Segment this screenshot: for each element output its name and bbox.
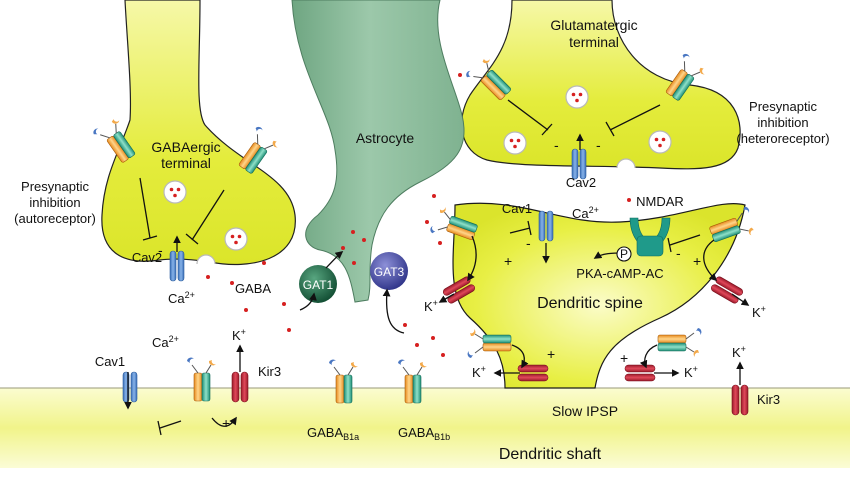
gat1-transporter [299, 265, 337, 303]
minus-sign: - [596, 137, 601, 153]
gat3-transporter [370, 252, 408, 290]
cav2-right-label: Cav2 [566, 175, 596, 190]
cav1-shaft-label: Cav1 [95, 354, 125, 369]
fusing-vesicle [616, 158, 636, 169]
plus-sign: + [504, 253, 512, 269]
gaba-b1a-label: GABAB1a [307, 425, 359, 442]
plus-sign: + [222, 415, 230, 431]
gaba-label: GABA [235, 281, 271, 296]
pre-auto-label-3: (autoreceptor) [14, 211, 96, 226]
gaba-molecules [206, 73, 631, 357]
gabaergic-terminal [101, 0, 296, 266]
vesicle [224, 227, 248, 251]
plus-sign: + [620, 350, 628, 366]
cav2-left-label: Cav2 [132, 250, 162, 265]
minus-sign: - [676, 245, 681, 261]
pre-hetero-label-3: (heteroreceptor) [736, 131, 829, 146]
dendritic-shaft-label: Dendritic shaft [499, 446, 602, 463]
vesicle [163, 180, 187, 204]
glut-terminal-label-1: Glutamatergic [550, 17, 637, 33]
inhibition-lines [139, 99, 701, 436]
kir3-channel [624, 364, 656, 382]
k-label-spine-right: K+ [752, 304, 766, 320]
ca-right-label: Ca2+ [572, 205, 599, 221]
pre-auto-label-2: inhibition [29, 195, 80, 210]
ca-shaft-label: Ca2+ [152, 334, 179, 350]
vesicle [648, 130, 672, 154]
glut-terminal-label-2: terminal [569, 34, 619, 50]
ca-left-label: Ca2+ [168, 290, 195, 306]
kir3-shaft-label: Kir3 [258, 364, 281, 379]
gaba-b-receptor [657, 327, 702, 358]
minus-sign: - [158, 242, 163, 258]
nmdar-label: NMDAR [636, 194, 684, 209]
pka-label: PKA-cAMP-AC [576, 266, 663, 281]
phosphorylation-label: P [620, 247, 628, 261]
fusing-vesicle [196, 254, 216, 265]
gaba-terminal-label-1: GABAergic [151, 139, 220, 155]
kir3-right-label: Kir3 [757, 392, 780, 407]
plus-sign: + [693, 253, 701, 269]
pre-hetero-label-2: inhibition [757, 115, 808, 130]
gat1-label: GAT1 [303, 278, 334, 292]
plus-sign: + [547, 346, 555, 362]
k-label-spine-left: K+ [424, 298, 438, 314]
pre-hetero-label-1: Presynaptic [749, 99, 817, 114]
cav1-spine-label: Cav1 [502, 201, 532, 216]
dendritic-shaft [0, 388, 850, 468]
minus-sign: - [554, 137, 559, 153]
vesicle [565, 85, 589, 109]
k-label-shaft: K+ [232, 327, 246, 343]
vesicle [503, 131, 527, 155]
slow-ipsp-label: Slow IPSP [552, 403, 618, 419]
dendritic-spine-label: Dendritic spine [537, 295, 643, 312]
gaba-b1b-label: GABAB1b [398, 425, 450, 442]
astrocyte [291, 0, 465, 303]
nmdar-base [636, 235, 664, 257]
minus-sign: - [526, 235, 531, 251]
dendritic-spine [452, 202, 746, 389]
gat3-label: GAT3 [374, 265, 405, 279]
phosphorylation-badge [616, 246, 632, 262]
labels: GABAergic terminal Glutamatergic termina… [14, 17, 829, 463]
gaba-terminal-label-2: terminal [161, 155, 211, 171]
k-label-lower-left: K+ [472, 364, 486, 380]
astrocyte-label: Astrocyte [356, 130, 415, 146]
pre-auto-label-1: Presynaptic [21, 179, 89, 194]
k-label-kir3-right: K+ [732, 344, 746, 360]
k-label-lower-right: K+ [684, 364, 698, 380]
